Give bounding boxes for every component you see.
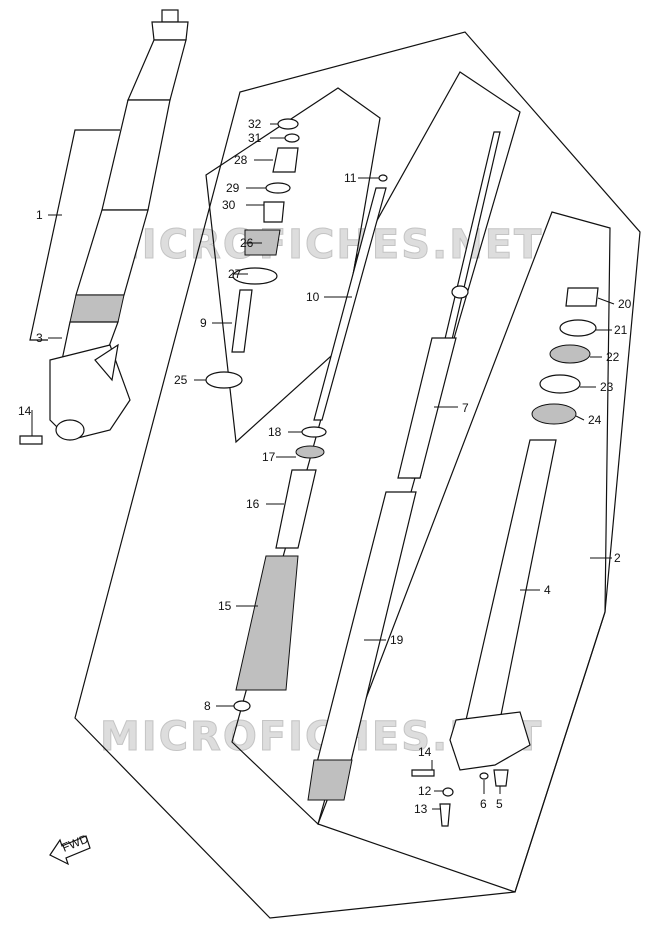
fwd-arrow-icon: FWD (49, 831, 91, 866)
part-18-washer (301, 426, 327, 438)
callout-19: 19 (390, 633, 404, 647)
spring-parts (233, 426, 327, 712)
callout-31: 31 (248, 131, 262, 145)
part-13-bolt (439, 803, 451, 827)
part-22-oil-seal (549, 344, 591, 364)
outer-tube-frame (317, 211, 611, 893)
part-11-oring (378, 174, 388, 182)
part-24-dust-seal (531, 403, 577, 425)
callout-labels: 1 2 3 4 5 6 7 8 9 10 11 12 13 14 14 15 1… (18, 117, 632, 816)
callout-18: 18 (268, 425, 282, 439)
part-6-washer (479, 772, 489, 780)
callout-11: 11 (344, 171, 357, 185)
cartridge-parts (307, 131, 501, 801)
part-5-bleed-screw (493, 769, 509, 787)
callout-24: 24 (588, 413, 602, 427)
callout-15: 15 (218, 599, 232, 613)
part-23-clip (539, 374, 581, 394)
part-10-rod (313, 187, 387, 421)
part-19-bottom (307, 759, 353, 801)
callout-30: 30 (222, 198, 236, 212)
callout-3: 3 (36, 331, 43, 345)
callout-27: 27 (228, 267, 242, 281)
part-29-oring (265, 182, 291, 194)
top-cap (151, 21, 189, 41)
bracket-1-3 (29, 129, 120, 341)
part-30-collar (263, 201, 285, 223)
dust-seal-ring (69, 294, 125, 323)
outer-tube-middle (101, 99, 171, 211)
callout-17: 17 (262, 450, 276, 464)
part-21-washer (559, 319, 597, 337)
callout-4: 4 (544, 583, 551, 597)
part-25-washer (205, 371, 243, 389)
callout-26: 26 (240, 236, 254, 250)
leader-lines (31, 123, 615, 810)
part-12-washer (442, 787, 454, 797)
callout-9: 9 (200, 316, 207, 330)
callout-28: 28 (234, 153, 248, 167)
part-8-nut (233, 700, 251, 712)
cap-parts (205, 118, 300, 389)
callout-7: 7 (462, 401, 469, 415)
part-32-washer (277, 118, 299, 130)
part-26-cap-bolt (244, 229, 281, 256)
fork-assembly-frame-outer (74, 31, 641, 919)
caliper-mount (94, 343, 119, 382)
part-16-spacer (275, 469, 317, 549)
callout-21: 21 (614, 323, 628, 337)
callout-14-left: 14 (18, 404, 32, 418)
part-7-cartridge (397, 337, 457, 479)
part-4-outer-tube (465, 439, 557, 721)
callout-22: 22 (606, 350, 620, 364)
top-cap-nut (161, 9, 179, 23)
part-17-collar (295, 445, 325, 459)
pinch-bolt-left (19, 435, 43, 445)
callout-12: 12 (418, 784, 432, 798)
part-7-collar (451, 285, 469, 299)
callout-14-right: 14 (418, 745, 432, 759)
complete-fork-left (19, 9, 189, 445)
callout-29: 29 (226, 181, 240, 195)
part-20-bushing (565, 287, 599, 307)
part-4-axle-bracket (449, 711, 531, 771)
callout-32: 32 (248, 117, 262, 131)
callout-13: 13 (414, 802, 428, 816)
callout-10: 10 (306, 290, 320, 304)
callout-6: 6 (480, 797, 487, 811)
part-31-oring (284, 133, 300, 143)
callout-8: 8 (204, 699, 211, 713)
callout-16: 16 (246, 497, 260, 511)
outer-tube-parts (411, 287, 599, 827)
outer-tube-upper (127, 39, 187, 101)
callout-1: 1 (36, 208, 43, 222)
callout-20: 20 (618, 297, 632, 311)
part-28-adjuster (272, 147, 299, 173)
part-9-adjuster-rod (231, 289, 253, 353)
callout-25: 25 (174, 373, 188, 387)
callout-23: 23 (600, 380, 614, 394)
part-14-pinch-bolt (411, 769, 435, 777)
callout-5: 5 (496, 797, 503, 811)
part-15-spring (235, 555, 299, 691)
axle-boss (55, 419, 85, 441)
part-27-oring (232, 267, 278, 285)
callout-2: 2 (614, 551, 621, 565)
